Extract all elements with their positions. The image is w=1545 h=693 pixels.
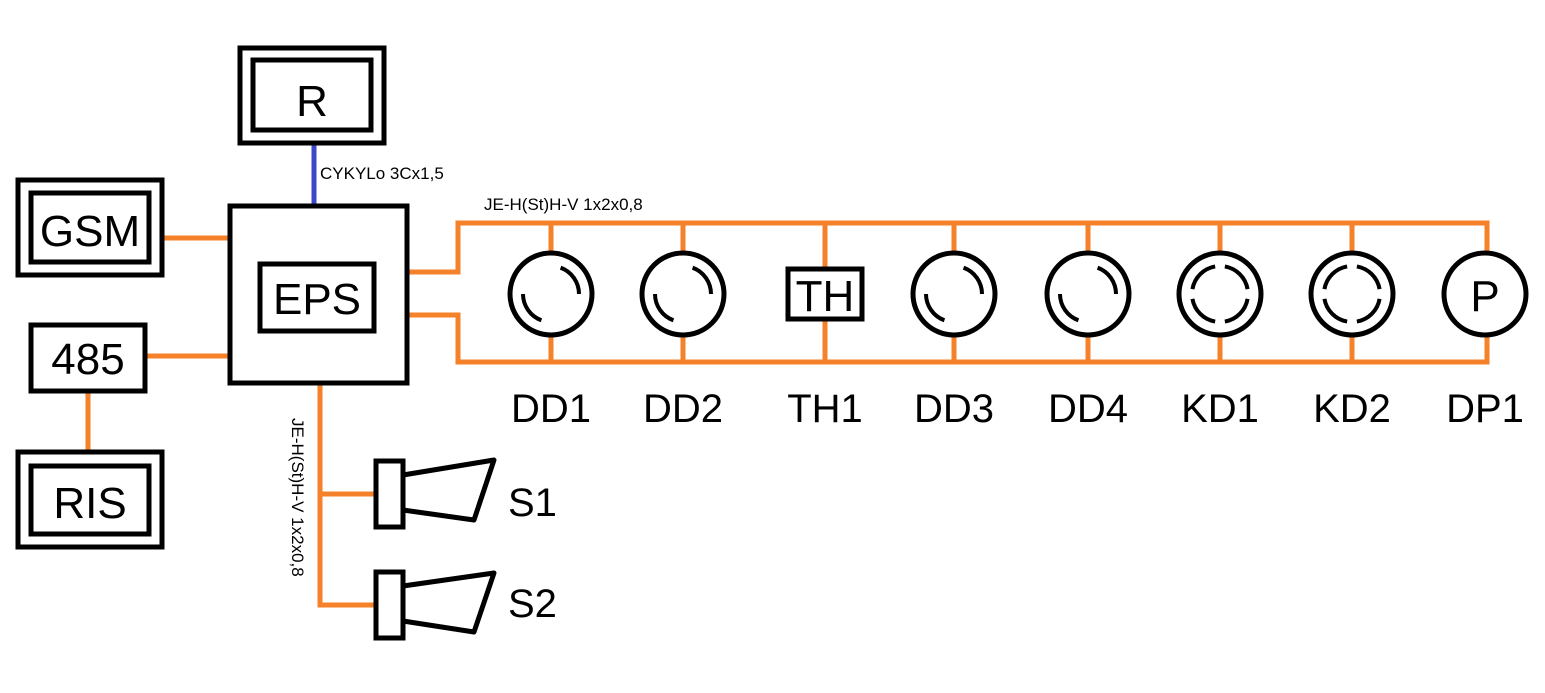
block-ris: RIS [15,449,165,550]
detector-th1: TH TH1 [785,266,865,431]
detector-label: DD4 [1048,387,1128,431]
loop-out-line [407,220,1490,275]
power-cable-label: CYKYLo 3Cx1,5 [320,164,444,183]
siren-s1-label: S1 [508,481,557,525]
block-485-label: 485 [51,335,124,384]
combined-detector-icon [1308,250,1396,338]
manual-call-point-symbol: P [1470,272,1499,321]
heat-detector-icon [785,266,865,322]
manual-call-point-icon [1441,250,1529,338]
block-eps-label: EPS [273,275,361,324]
detector-label: KD1 [1181,387,1259,431]
block-eps: EPS [227,203,410,386]
siren-feed-line [317,383,376,608]
detector-label: DP1 [1446,387,1524,431]
detector-label: TH1 [787,387,863,431]
block-485: 485 [28,322,148,394]
block-ris-label: RIS [53,479,126,528]
loop-cable-label: JE-H(St)H-V 1x2x0,8 [484,195,643,214]
detector-dd4: DD4 [1044,250,1132,431]
block-r-label: R [296,77,328,126]
block-gsm: GSM [15,177,165,278]
heat-detector-symbol: TH [796,272,855,321]
detector-label: DD1 [511,387,591,431]
siren-cable-label: JE-H(St)H-V 1x2x0,8 [288,418,307,577]
siren-s2-label: S2 [508,582,557,626]
detector-label: DD3 [914,387,994,431]
siren-s2: S2 [373,569,557,641]
detector-dd1: DD1 [507,250,595,431]
detector-dd2: DD2 [639,250,727,431]
horn-icon [402,570,497,635]
detector-dd3: DD3 [910,250,998,431]
horn-icon [402,457,497,523]
detector-label: KD2 [1313,387,1391,431]
block-r: R [237,45,387,146]
siren-s1: S1 [373,457,557,530]
combined-detector-icon [1176,250,1264,338]
detectors: DD1 DD2 TH TH1 DD3 DD4 KD1 KD2 P DP1 [507,250,1529,431]
detector-label: DD2 [643,387,723,431]
detector-kd2: KD2 [1308,250,1396,431]
loop-return-line [407,312,1490,365]
block-gsm-label: GSM [40,207,140,256]
detector-dp1: P DP1 [1441,250,1529,431]
detector-kd1: KD1 [1176,250,1264,431]
